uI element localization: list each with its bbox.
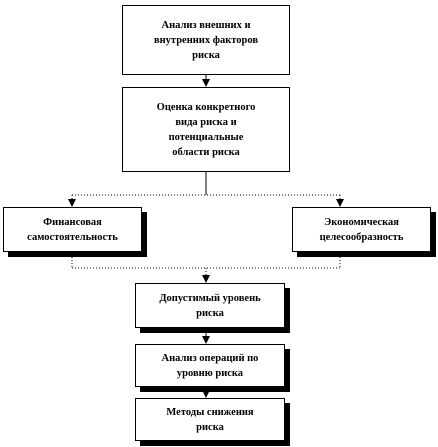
box-acceptable-risk-level: Допустимый уровень риска — [135, 283, 285, 328]
box-financial-independence: Финансовая самостоятельность — [3, 207, 142, 252]
box-operations-analysis: Анализ операций по уровню риска — [135, 344, 285, 387]
box-risk-factors-label: Анализ внешних и внутренних факторов рис… — [153, 19, 259, 61]
box-risk-reduction-methods-label: Методы снижения риска — [166, 406, 254, 433]
box-financial-independence-label: Финансовая самостоятельность — [27, 216, 118, 243]
box-acceptable-risk-level-label: Допустимый уровень риска — [159, 292, 261, 319]
box-risk-reduction-methods: Методы снижения риска — [135, 398, 285, 441]
box-operations-analysis-label: Анализ операций по уровню риска — [161, 352, 259, 379]
box-economic-feasibility: Экономическая целесообразность — [292, 207, 431, 252]
box-risk-estimate: Оценка конкретного вида риска и потенциа… — [122, 87, 290, 172]
box-risk-estimate-label: Оценка конкретного вида риска и потенциа… — [156, 101, 256, 158]
box-economic-feasibility-label: Экономическая целесообразность — [319, 216, 404, 243]
box-risk-factors-analysis: Анализ внешних и внутренних факторов рис… — [122, 5, 290, 75]
